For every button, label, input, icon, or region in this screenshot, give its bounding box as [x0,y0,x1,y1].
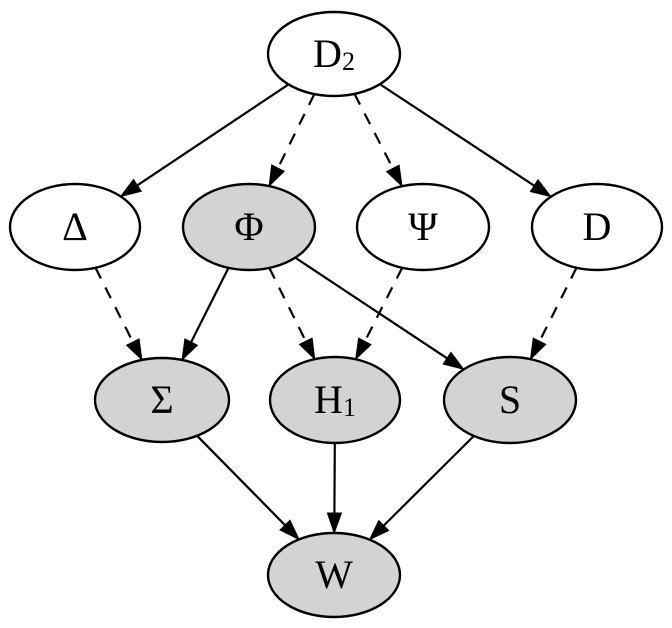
node-D-shape [530,182,664,272]
node-H1-label: H1 [314,377,356,422]
node-Delta-shape [8,182,142,272]
arrowhead-D2-D [529,178,553,198]
arrowhead-H1-W [326,512,343,535]
node-D2-shape [266,10,402,98]
edge-D2-D [379,83,535,187]
arrowhead-S-W [368,519,390,541]
arrowhead-Phi-H1 [298,337,316,361]
node-D2: D2 [266,10,402,98]
edge-Psi-H1 [363,267,404,342]
edge-Phi-S [294,256,448,360]
edge-Phi-H1 [268,267,307,342]
node-S: S [442,355,578,445]
edge-D2-Phi [276,93,316,169]
node-D: D [530,182,664,272]
node-H1-shape [268,355,402,445]
node-Phi-shape [181,182,317,272]
node-S-shape [442,355,578,445]
arrowhead-Sigma-W [279,519,301,541]
node-W: W [266,531,402,619]
node-Sigma-shape [93,356,231,444]
arrowhead-Psi-H1 [355,337,372,361]
node-Psi: Ψ [355,182,491,272]
arrowhead-Delta-Sigma [125,338,143,362]
node-D-label: D [583,204,612,249]
node-Psi-label: Ψ [408,204,438,249]
node-Delta-label: Δ [62,204,88,249]
edge-D2-Psi [353,93,394,169]
edges-layer [94,83,578,541]
edge-Delta-Sigma [94,267,134,343]
node-Phi-label: Φ [234,204,263,249]
arrowhead-D2-Delta [119,178,143,198]
node-Psi-shape [355,182,491,272]
edge-Sigma-W [196,435,286,526]
edge-D-S [538,267,578,342]
arrowhead-Phi-S [442,351,465,371]
node-Phi: Φ [181,182,317,272]
edge-D2-Delta [136,83,290,187]
arrowhead-Phi-Sigma [181,338,199,362]
node-Sigma: Σ [93,356,231,444]
node-D2-label: D2 [313,31,355,76]
arrowhead-D-S [529,337,547,361]
edge-Phi-Sigma [190,267,230,343]
node-Delta: Δ [8,182,142,272]
node-W-shape [266,531,402,619]
arrowhead-D2-Psi [385,164,403,188]
node-Sigma-label: Σ [150,377,173,422]
node-H1: H1 [268,355,402,445]
node-S-label: S [499,377,521,422]
arrowhead-D2-Phi [268,164,286,188]
node-W-label: W [315,552,353,597]
edge-S-W [383,435,475,527]
nodes-layer: D2Δ Φ Ψ D Σ H1 S W [8,10,664,619]
